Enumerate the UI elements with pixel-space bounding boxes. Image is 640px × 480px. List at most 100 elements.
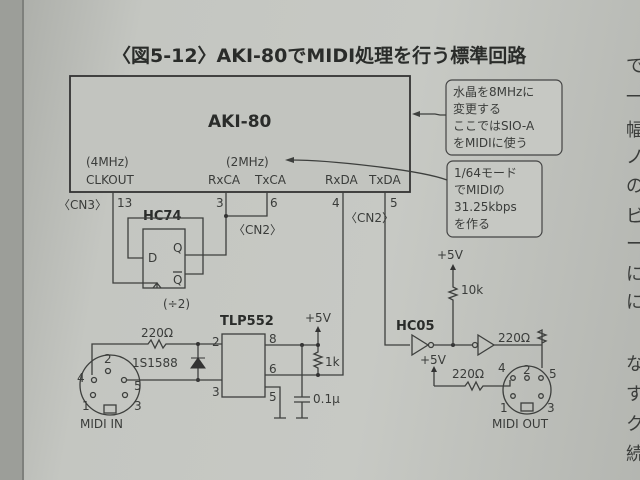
vcc-label: +5V: [437, 248, 464, 262]
pin-label: 3: [212, 385, 220, 399]
margin-glyph: に: [626, 292, 640, 313]
diode-label: 1S1588: [132, 356, 178, 370]
resistor-label: 220Ω: [452, 367, 484, 381]
inverter-gate: [477, 333, 496, 357]
margin-glyph: す: [626, 384, 640, 405]
vcc-label: +5V: [305, 311, 332, 325]
resistor-label: 10k: [461, 283, 483, 297]
margin-glyph: ー: [626, 234, 640, 255]
margin-glyph: 幅: [626, 120, 640, 141]
pin-label: 5: [134, 379, 142, 393]
q-pin: Q: [173, 241, 182, 255]
cn2-label: 〈CN2〉: [345, 211, 394, 225]
margin-glyph: ク: [626, 414, 640, 435]
resistor-1k: [265, 330, 324, 375]
capacitor-label: 0.1μ: [313, 392, 340, 406]
wire-qbar-d: [127, 217, 204, 275]
resistor-label: 220Ω: [498, 331, 530, 345]
vcc-arrow-icon: [450, 264, 456, 270]
left-page-edge: [0, 0, 22, 480]
sio-freq: (2MHz): [226, 155, 269, 169]
qbar-pin: Q: [173, 273, 182, 287]
resistor-label: 1k: [325, 355, 340, 369]
midi-out-label: MIDI OUT: [492, 417, 549, 431]
hc05-label: HC05: [396, 319, 435, 334]
rxda-label: RxDA: [325, 173, 358, 187]
pin-label: 2: [212, 335, 220, 349]
right-margin-text: で 一 幅 ノ の ビ ー に に な す ク 続: [626, 56, 640, 465]
pin-label: 3: [134, 399, 142, 413]
d-pin: D: [148, 251, 157, 265]
vcc-label: +5V: [420, 353, 447, 367]
resistor-220-out: [494, 328, 548, 368]
midi-out-connector: [502, 365, 552, 415]
wire-rxca-txca: [185, 192, 268, 256]
tlp552-label: TLP552: [220, 314, 274, 329]
pin-label: 5: [390, 196, 398, 210]
margin-glyph: 一: [626, 87, 640, 108]
txda-label: TxDA: [368, 173, 401, 187]
clk-freq: (4MHz): [86, 155, 129, 169]
margin-glyph: ビ: [626, 206, 640, 227]
margin-glyph: の: [626, 176, 640, 197]
resistor-label: 220Ω: [141, 326, 173, 340]
wire-rxda: [265, 192, 344, 376]
margin-glyph: で: [626, 56, 640, 77]
pin-label: 5: [269, 390, 277, 404]
vcc-arrow-icon: [315, 326, 321, 332]
board-name: AKI-80: [208, 112, 272, 132]
wire-txda: [384, 192, 410, 346]
wire-clkout: [112, 192, 158, 288]
capacitor: [294, 345, 310, 419]
pin-label: 13: [117, 196, 132, 210]
callout-line: 変更する: [453, 101, 501, 116]
pin-label: 1: [82, 399, 90, 413]
pin-label: 6: [270, 196, 278, 210]
callout-crystal: [445, 79, 563, 156]
cn3-label: 〈CN3〉: [58, 198, 107, 212]
callout-baudrate: [446, 160, 543, 238]
midi-in-label: MIDI IN: [80, 417, 123, 431]
resistor-220-in: [91, 338, 222, 375]
margin-glyph: 続: [626, 444, 640, 465]
callout-pointer: [415, 113, 446, 116]
callout-pointer: [289, 159, 448, 181]
resistor-10k: [447, 268, 459, 345]
pin-label: 5: [549, 367, 557, 381]
tlp552-optocoupler: [221, 333, 266, 398]
pin-label: 4: [332, 196, 340, 210]
hc74-label: HC74: [143, 209, 182, 224]
inverter-gate: [411, 333, 430, 357]
arrow-icon: [285, 157, 294, 163]
callout-line: でMIDIの: [454, 183, 505, 197]
page-fold: [22, 0, 24, 480]
rxca-label: RxCA: [208, 173, 241, 187]
divide-label: (÷2): [163, 297, 190, 311]
figure-title: 〈図5-12〉AKI-80でMIDI処理を行う標準回路: [112, 44, 527, 67]
pin-label: 4: [498, 361, 506, 375]
callout-line: ここではSIO-A: [453, 119, 535, 133]
pin-label: 3: [547, 401, 555, 415]
pin-label: 2: [523, 363, 531, 377]
pin-label: 3: [216, 196, 224, 210]
margin-glyph: な: [626, 354, 640, 375]
ground-icon: [265, 386, 286, 419]
margin-glyph: ノ: [626, 147, 640, 168]
callout-line: 31.25kbps: [454, 200, 517, 214]
pin-label: 4: [77, 371, 85, 385]
pin-label: 6: [269, 362, 277, 376]
margin-glyph: に: [626, 264, 640, 285]
clkout-label: CLKOUT: [86, 173, 135, 187]
resistor-220-in2: [434, 380, 511, 392]
callout-line: 水晶を8MHzに: [453, 85, 534, 99]
callout-line: を作る: [454, 217, 490, 231]
txca-label: TxCA: [254, 173, 287, 187]
callout-line: をMIDIに使う: [453, 135, 528, 150]
arrow-icon: [412, 111, 420, 117]
vcc-arrow-icon: [431, 366, 437, 372]
diode-icon: [190, 357, 206, 369]
aki80-board: [69, 75, 411, 193]
callout-line: 1/64モード: [454, 166, 517, 180]
midi-in-connector: [79, 354, 141, 416]
